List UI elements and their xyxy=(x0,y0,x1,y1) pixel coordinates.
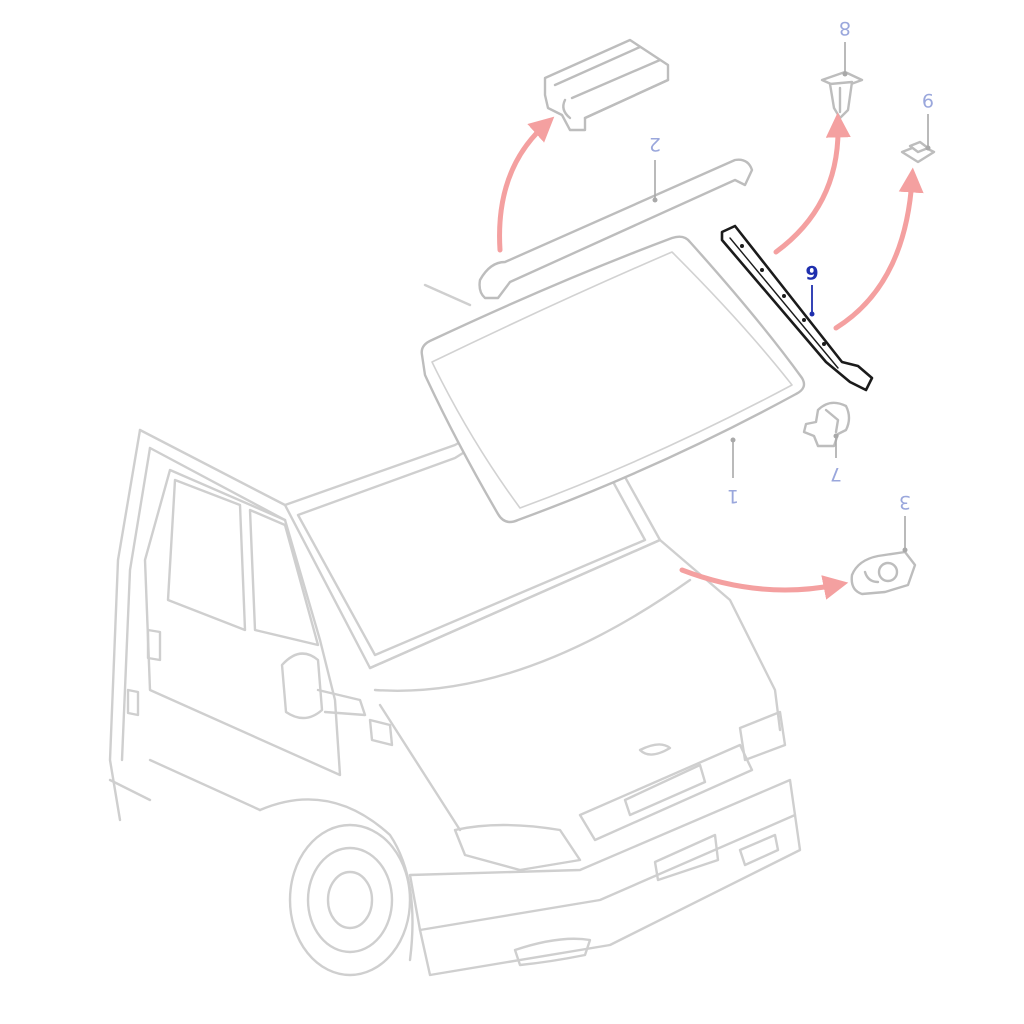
mounting-bracket[interactable] xyxy=(850,550,917,596)
windscreen-glass[interactable] xyxy=(420,235,806,524)
arrow-to-push-clip xyxy=(773,112,851,255)
arrow-to-bracket xyxy=(679,567,849,600)
small-clip[interactable] xyxy=(900,140,936,164)
arrow-to-moulding-detail xyxy=(497,116,555,253)
retaining-clip[interactable] xyxy=(802,401,851,448)
moulding-profile-detail xyxy=(543,38,670,132)
callout-9[interactable]: 9 xyxy=(922,89,934,111)
push-clip[interactable] xyxy=(820,70,864,120)
arrow-to-small-clip xyxy=(833,167,924,331)
upper-moulding-strip[interactable] xyxy=(478,158,754,300)
callout-6[interactable]: 6 xyxy=(805,261,818,283)
side-trim-strip[interactable] xyxy=(720,224,874,392)
callout-numbers: 1 2 3 6 7 8 9 xyxy=(649,17,934,513)
callout-2[interactable]: 2 xyxy=(649,133,661,155)
callout-7[interactable]: 7 xyxy=(830,463,842,485)
callout-1[interactable]: 1 xyxy=(727,485,739,507)
callout-3[interactable]: 3 xyxy=(899,491,911,513)
leader-lines xyxy=(652,42,931,553)
callout-8[interactable]: 8 xyxy=(839,17,851,39)
assembly-arrows xyxy=(497,112,924,600)
